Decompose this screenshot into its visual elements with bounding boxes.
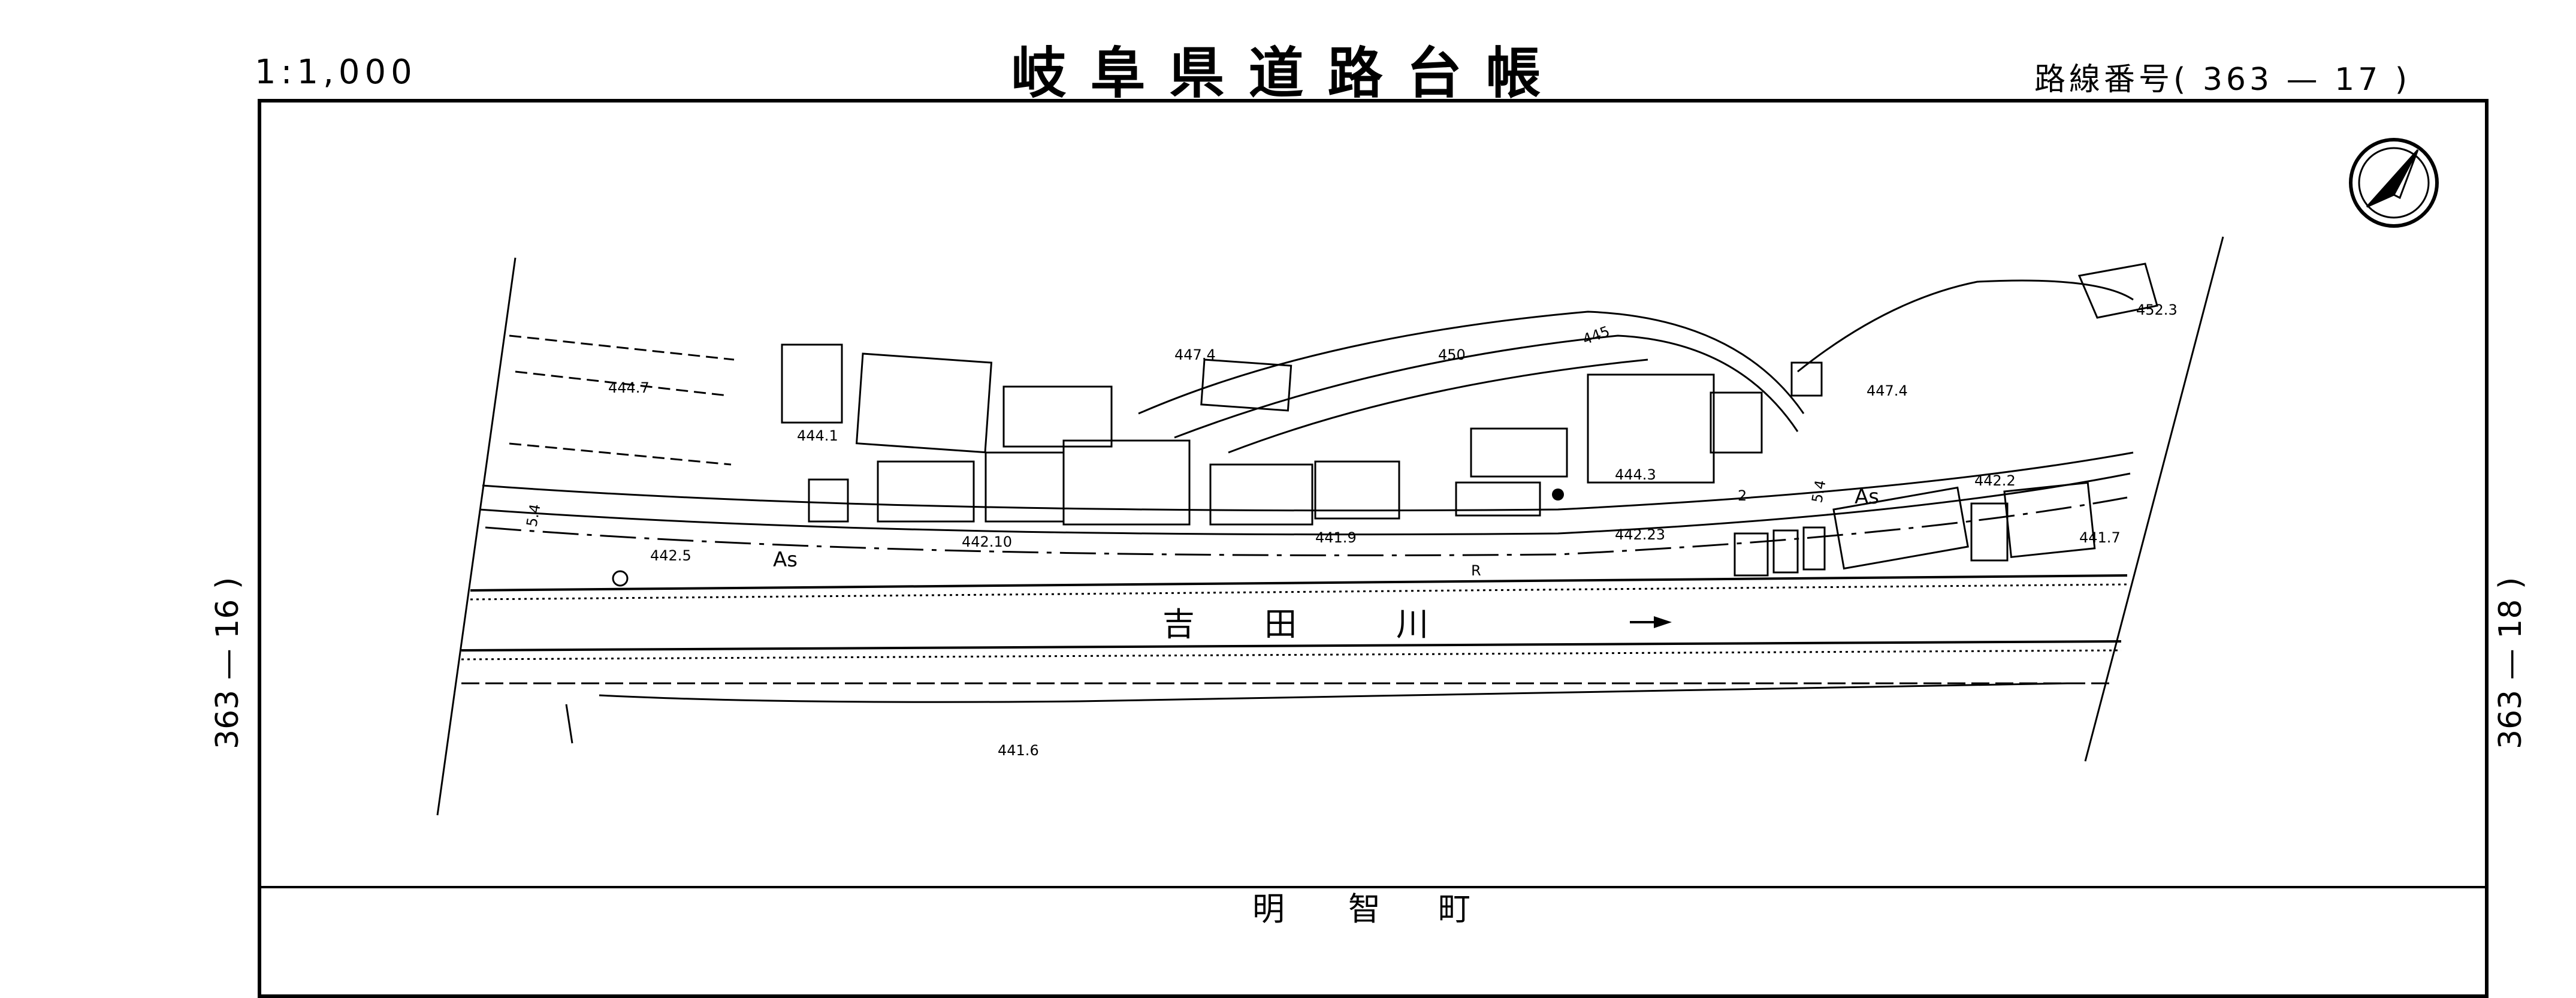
- building: [1200, 358, 1292, 412]
- road-edge-south: [479, 472, 2131, 536]
- south-street: [599, 682, 2068, 703]
- road-centerline: [485, 496, 2128, 557]
- road-surface-label: As: [773, 548, 798, 572]
- elevation-label: 444.7: [608, 379, 650, 396]
- contour-minor: [1228, 358, 1648, 454]
- map-extent-left: [436, 257, 517, 816]
- manhole-symbol: [612, 570, 629, 587]
- contour-450: [1138, 310, 1805, 415]
- elevation-label: 442.2: [1974, 472, 2016, 489]
- contour-label: 445: [1580, 323, 1612, 348]
- elevation-label: 441.9: [1315, 529, 1357, 546]
- elevation-label: 452.3: [2136, 301, 2178, 318]
- building: [1062, 439, 1191, 526]
- elevation-label: 444.3: [1615, 466, 1656, 483]
- building: [877, 460, 975, 523]
- south-street-side: [565, 704, 573, 744]
- road-mark: R: [1471, 562, 1481, 579]
- building: [855, 352, 993, 454]
- building: [781, 343, 843, 424]
- building: [1970, 502, 2009, 562]
- town-name-char: 町: [1438, 890, 1470, 928]
- river-revetment-south: [461, 649, 2122, 661]
- building: [1587, 373, 1715, 484]
- building: [1772, 529, 1799, 574]
- contour-east: [1797, 279, 2134, 373]
- road-map: 吉 田 川 明 智 町 As As R 2 5.4 5.4 450 445 44…: [261, 138, 2487, 928]
- route-number-value: 363 — 17: [2202, 62, 2382, 98]
- map-scale: 1:1,000: [255, 53, 417, 92]
- elevation-label: 447.4: [1867, 382, 1908, 399]
- elevation-label: 441.7: [2079, 529, 2121, 546]
- road-surface-label: As: [1855, 485, 1879, 509]
- elevation-label: 447.4: [1174, 346, 1216, 363]
- road-mark: 5.4: [1808, 479, 1829, 504]
- building: [808, 478, 849, 523]
- route-number-close: ): [2394, 62, 2411, 98]
- river-name-char: 川: [1396, 605, 1429, 643]
- elevation-label: 442.23: [1615, 526, 1665, 543]
- elevation-label: 442.10: [962, 533, 1012, 550]
- flow-arrow-icon: [1630, 616, 1672, 628]
- contour-label: 450: [1438, 346, 1466, 363]
- road-mark: 5.4: [523, 503, 543, 528]
- building: [1209, 463, 1313, 526]
- building: [985, 451, 1065, 523]
- river-bank-south: [461, 640, 2122, 652]
- river-bank-north: [470, 574, 2128, 592]
- river-name-char: 吉: [1162, 605, 1195, 643]
- road-edge-north: [482, 451, 2134, 512]
- town-name-char: 明: [1252, 890, 1285, 928]
- elevation-label: 442.5: [650, 547, 691, 564]
- survey-point: [1552, 489, 1564, 500]
- route-number-field: 路線番号( 363 — 17 ): [2034, 54, 2411, 99]
- elevation-label: 441.6: [998, 742, 1039, 759]
- building: [1314, 460, 1400, 520]
- building: [2003, 481, 2096, 559]
- elevation-label: 444.1: [797, 427, 838, 444]
- building: [1790, 361, 1823, 397]
- building: [1734, 532, 1769, 577]
- river-revetment-north: [470, 583, 2128, 601]
- slope-hatching-west: [509, 334, 735, 466]
- north-arrow-icon: [2349, 138, 2439, 228]
- river-name-char: 田: [1264, 605, 1297, 643]
- page-title: 岐阜県道路台帳: [1011, 41, 1565, 105]
- building: [1832, 486, 1969, 570]
- building: [1710, 391, 1763, 454]
- building: [1455, 481, 1541, 517]
- town-name-char: 智: [1348, 890, 1381, 928]
- building: [1470, 427, 1568, 478]
- route-number-label: 路線番号(: [2034, 62, 2190, 98]
- road-mark: 2: [1738, 487, 1747, 504]
- map-extent-right: [2084, 236, 2224, 762]
- building: [2077, 263, 2158, 319]
- contour-445: [1174, 334, 1799, 439]
- building: [1002, 385, 1113, 448]
- building: [1802, 526, 1826, 571]
